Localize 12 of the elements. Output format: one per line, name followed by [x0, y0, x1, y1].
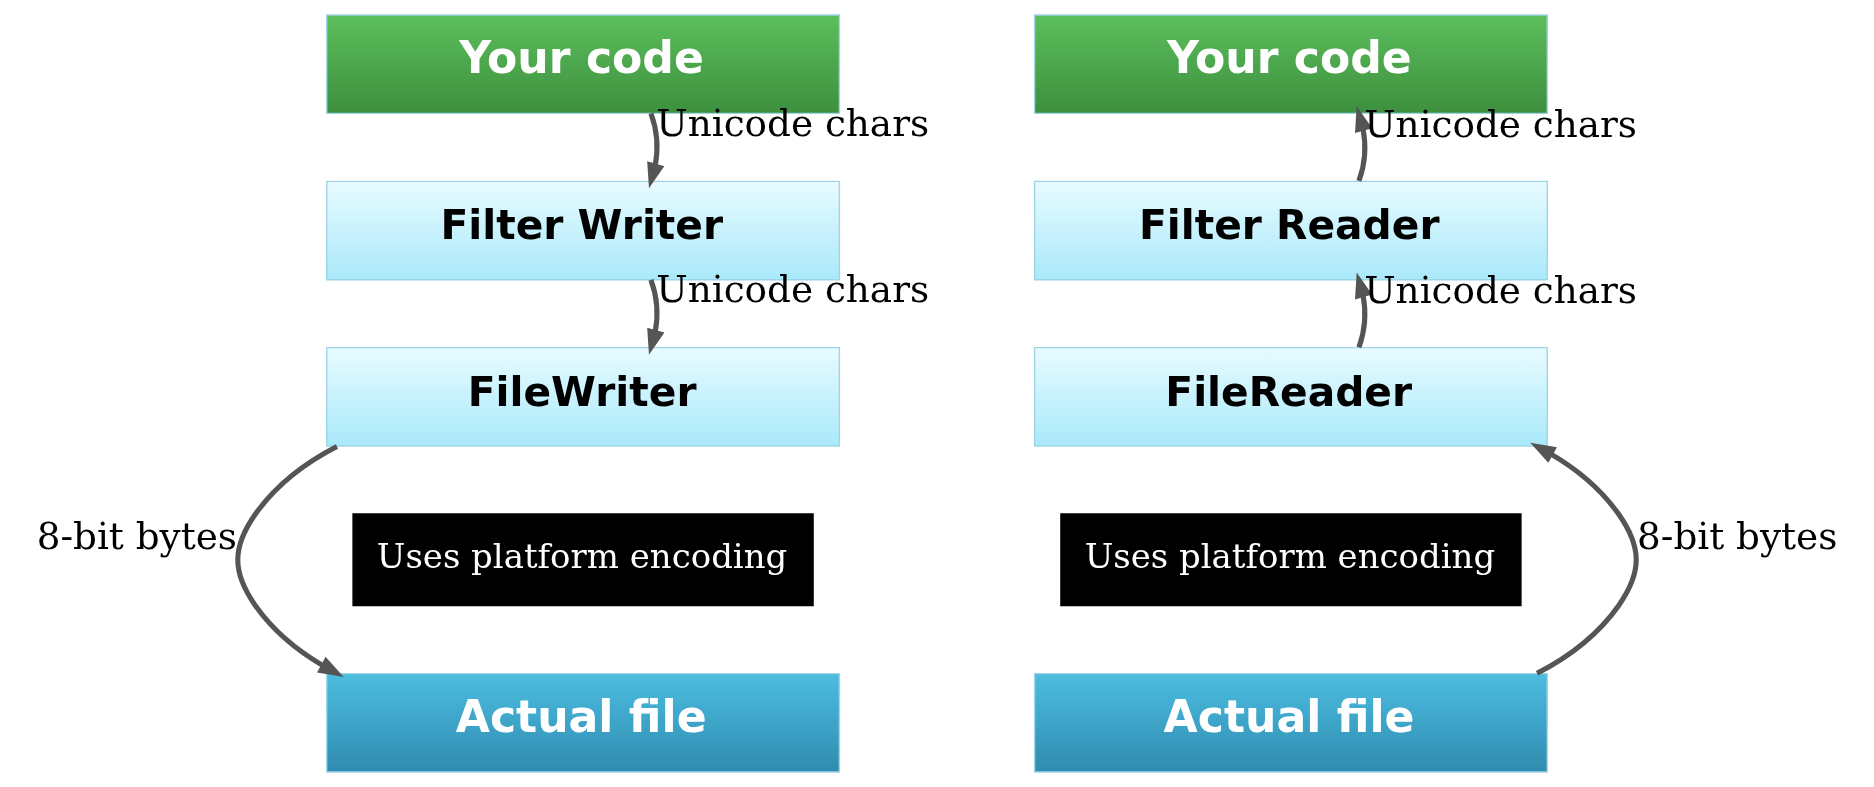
arrow [235, 444, 344, 677]
edge-label: 8-bit bytes [1637, 513, 1838, 558]
node-box: Actual file [326, 672, 841, 773]
node-box: Uses platform encoding [1060, 513, 1522, 607]
arrow [647, 279, 665, 355]
node-box: Uses platform encoding [352, 513, 814, 607]
node-box: FileWriter [326, 347, 841, 447]
arrow [647, 112, 665, 189]
node-box: FileReader [1033, 347, 1548, 447]
arrow [1530, 442, 1639, 676]
node-box: Actual file [1033, 672, 1548, 773]
edge-label: 8-bit bytes [36, 513, 237, 558]
